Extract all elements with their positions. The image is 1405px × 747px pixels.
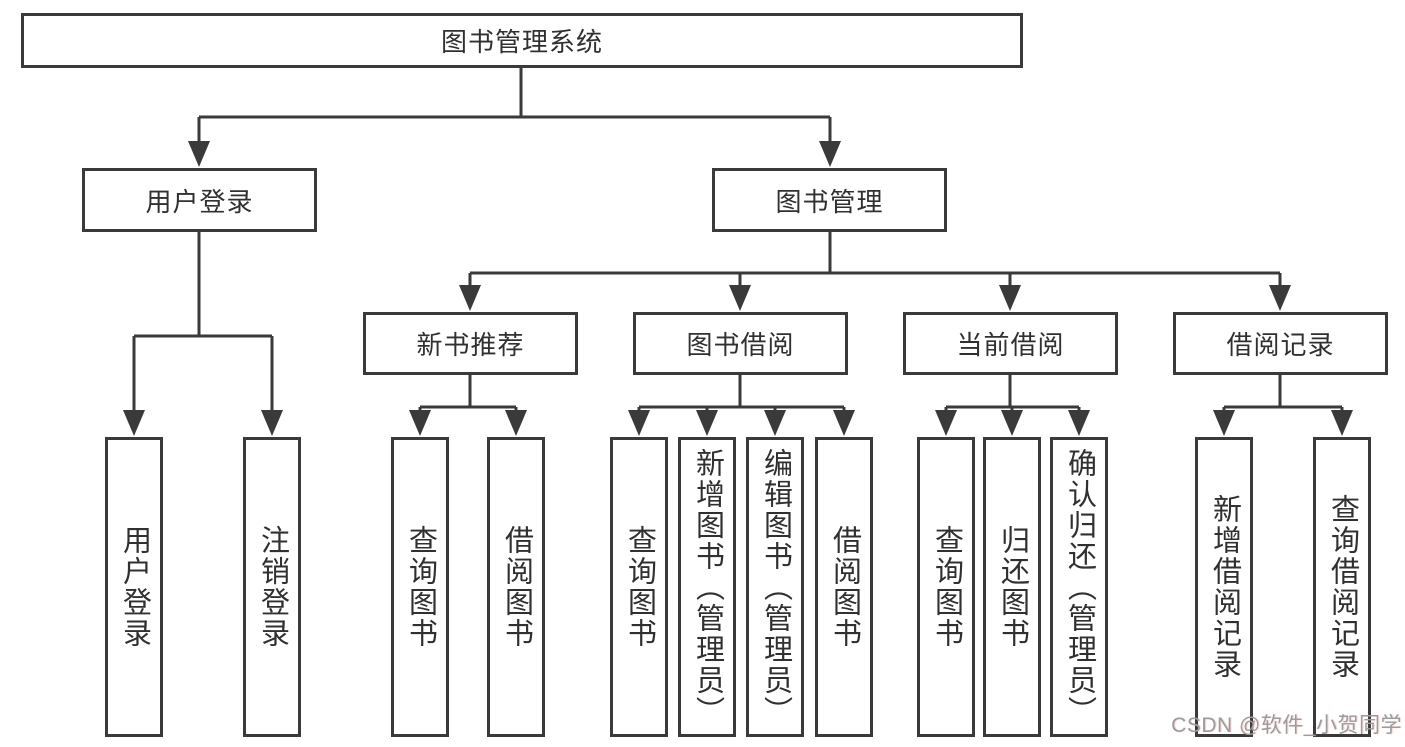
leaf-query-books-borrowing: 查询图书 <box>610 437 668 737</box>
leaf-add-book-admin-label: 新增图书（管理员） <box>691 447 724 727</box>
leaf-edit-book-admin-label: 编辑图书（管理员） <box>759 447 792 727</box>
leaf-return-book: 归还图书 <box>983 437 1041 737</box>
leaf-logout-label: 注销登录 <box>256 525 289 649</box>
leaf-logout: 注销登录 <box>243 437 301 737</box>
leaf-confirm-return-admin-label: 确认归还（管理员） <box>1063 447 1096 727</box>
node-root-label: 图书管理系统 <box>440 27 603 57</box>
node-current-borrowing: 当前借阅 <box>903 312 1118 375</box>
leaf-return-book-label: 归还图书 <box>996 525 1029 649</box>
leaf-user-login: 用户登录 <box>105 437 163 737</box>
leaf-borrow-books-recommend-label: 借阅图书 <box>500 525 533 649</box>
leaf-borrow-books-recommend: 借阅图书 <box>487 437 545 737</box>
leaf-borrow-books-borrowing: 借阅图书 <box>815 437 873 737</box>
node-book-management-label: 图书管理 <box>775 186 884 217</box>
leaf-query-books-current-label: 查询图书 <box>930 525 963 649</box>
node-book-borrowing-label: 图书借阅 <box>686 330 795 360</box>
leaf-query-books-current: 查询图书 <box>917 437 975 737</box>
leaf-user-login-label: 用户登录 <box>118 525 151 649</box>
node-borrow-records: 借阅记录 <box>1173 312 1388 375</box>
leaf-query-borrow-record-label: 查询借阅记录 <box>1326 494 1359 680</box>
arrowhead-icons <box>123 141 1353 436</box>
node-borrow-records-label: 借阅记录 <box>1226 330 1335 360</box>
node-new-book-recommend: 新书推荐 <box>363 312 578 375</box>
leaf-confirm-return-admin: 确认归还（管理员） <box>1050 437 1108 737</box>
tree-edges <box>132 68 1344 416</box>
leaf-add-borrow-record: 新增借阅记录 <box>1195 437 1253 737</box>
leaf-edit-book-admin: 编辑图书（管理员） <box>746 437 804 737</box>
leaf-query-borrow-record: 查询借阅记录 <box>1313 437 1371 737</box>
leaf-query-books-borrowing-label: 查询图书 <box>623 525 656 649</box>
leaf-query-books-recommend-label: 查询图书 <box>404 525 437 649</box>
node-user-login-label: 用户登录 <box>145 186 254 217</box>
leaf-borrow-books-borrowing-label: 借阅图书 <box>828 525 861 649</box>
leaf-add-book-admin: 新增图书（管理员） <box>678 437 736 737</box>
leaf-add-borrow-record-label: 新增借阅记录 <box>1208 494 1241 680</box>
leaf-query-books-recommend: 查询图书 <box>391 437 449 737</box>
node-root: 图书管理系统 <box>21 13 1023 68</box>
node-user-login: 用户登录 <box>82 168 317 232</box>
node-current-borrowing-label: 当前借阅 <box>956 330 1065 360</box>
node-new-book-recommend-label: 新书推荐 <box>416 330 525 360</box>
node-book-management: 图书管理 <box>712 168 947 232</box>
node-book-borrowing: 图书借阅 <box>633 312 848 375</box>
